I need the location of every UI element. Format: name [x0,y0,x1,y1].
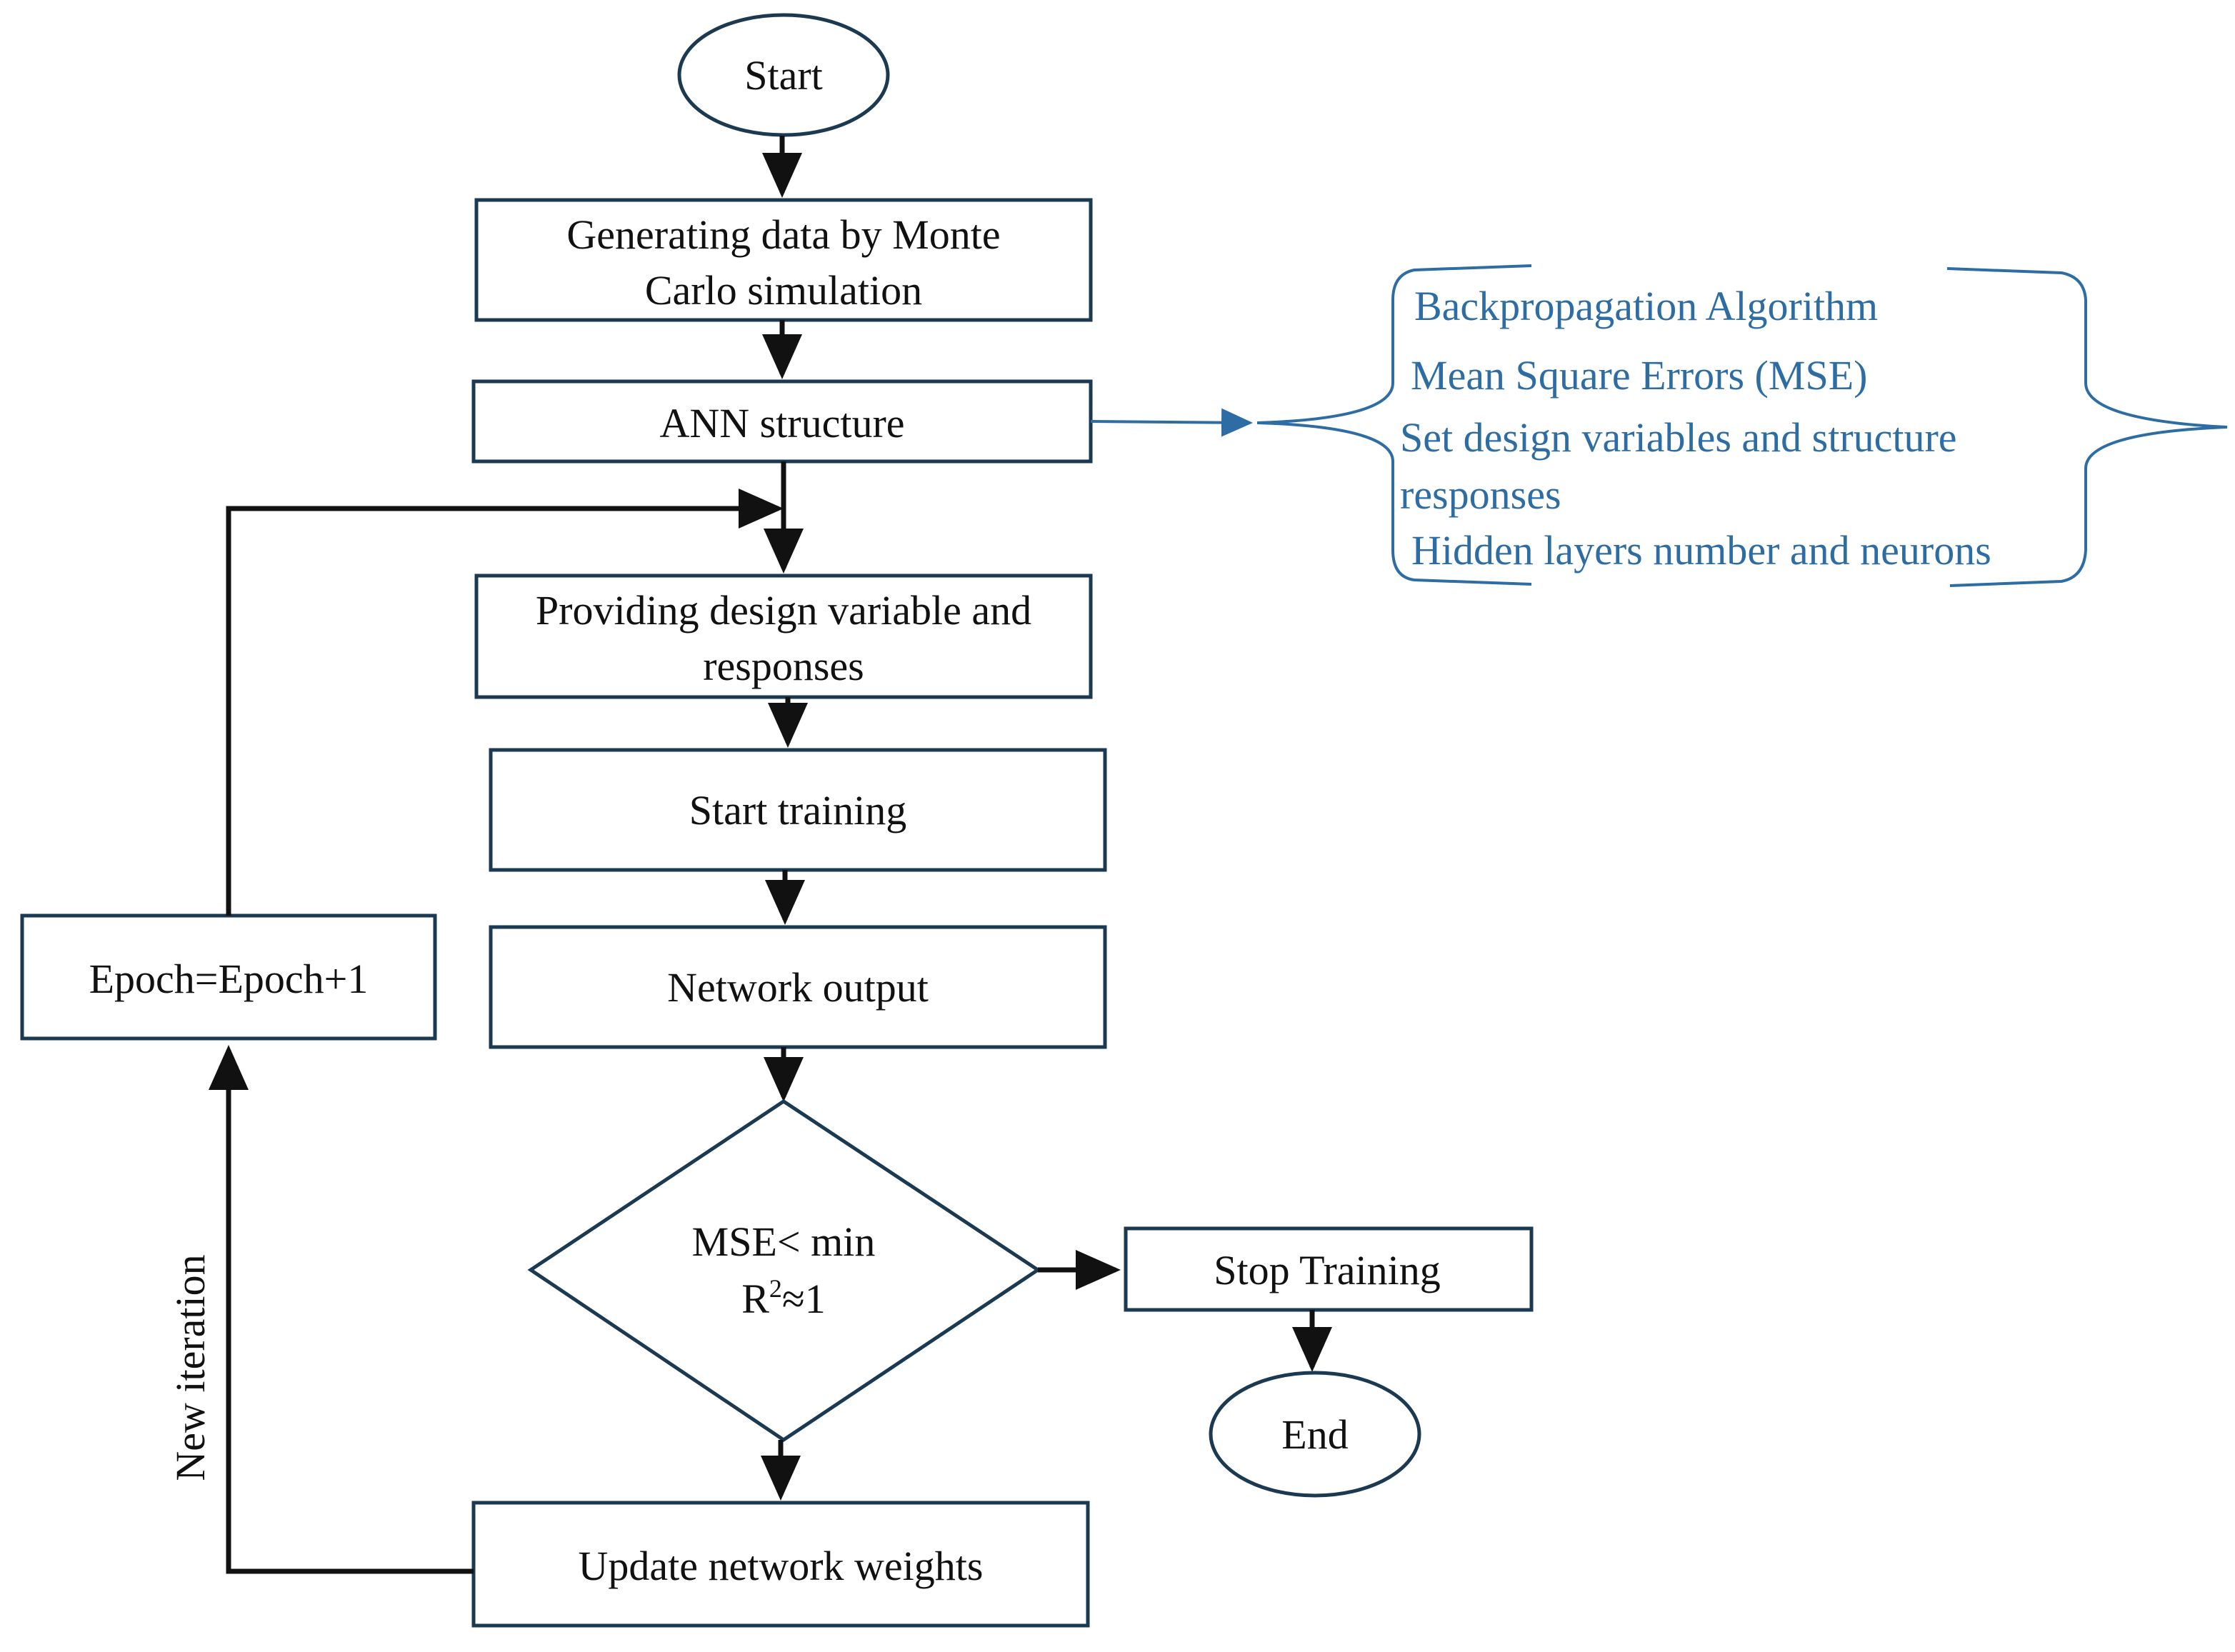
ann-structure-label: ANN structure [659,400,904,446]
arrow-ann-to-details [1090,408,1253,437]
decision-r-label: R [741,1276,769,1322]
generating-data-label-line1: Generating data by Monte [566,211,1000,258]
providing-design-node: Providing design variable and responses [474,574,1093,699]
start-node: Start [677,13,890,137]
epoch-label: Epoch=Epoch+1 [89,956,369,1002]
end-label: End [1281,1411,1348,1458]
detail-mse: Mean Square Errors (MSE) [1411,352,1867,399]
detail-set-design-line1: Set design variables and structure [1400,414,1957,461]
arrow-epoch-to-providing [226,489,784,916]
detail-backpropagation: Backpropagation Algorithm [1414,283,1878,329]
detail-set-design-line2: responses [1400,471,1561,518]
arrow-update-to-epoch [209,1045,474,1574]
providing-design-label-line2: responses [703,643,864,689]
decision-label-line2: R2≈1 [741,1274,826,1322]
stop-training-node: Stop Training [1124,1226,1534,1312]
details-left-brace [1256,264,1532,586]
start-training-label: Start training [689,787,906,833]
providing-design-label-line1: Providing design variable and [536,587,1031,634]
update-weights-node: Update network weights [471,1501,1090,1628]
decision-superscript: 2 [769,1274,782,1303]
decision-approx-label: ≈1 [782,1276,826,1322]
decision-label-line1: MSE< min [692,1218,876,1265]
start-label: Start [744,52,823,99]
details-right-brace [1946,267,2228,587]
generating-data-node: Generating data by Monte Carlo simulatio… [474,198,1093,322]
stop-training-label: Stop Training [1214,1247,1441,1293]
network-output-label: Network output [667,964,929,1011]
generating-data-label-line2: Carlo simulation [645,267,922,314]
epoch-node: Epoch=Epoch+1 [20,913,437,1041]
convergence-decision-node: MSE< min R2≈1 [527,1098,1041,1443]
detail-hidden-layers: Hidden layers number and neurons [1411,527,1991,574]
network-output-node: Network output [489,925,1107,1049]
end-node: End [1209,1371,1421,1498]
new-iteration-label: New iteration [167,1254,214,1481]
update-weights-label: Update network weights [579,1543,984,1589]
start-training-node: Start training [489,748,1107,872]
ann-structure-node: ANN structure [471,379,1093,464]
